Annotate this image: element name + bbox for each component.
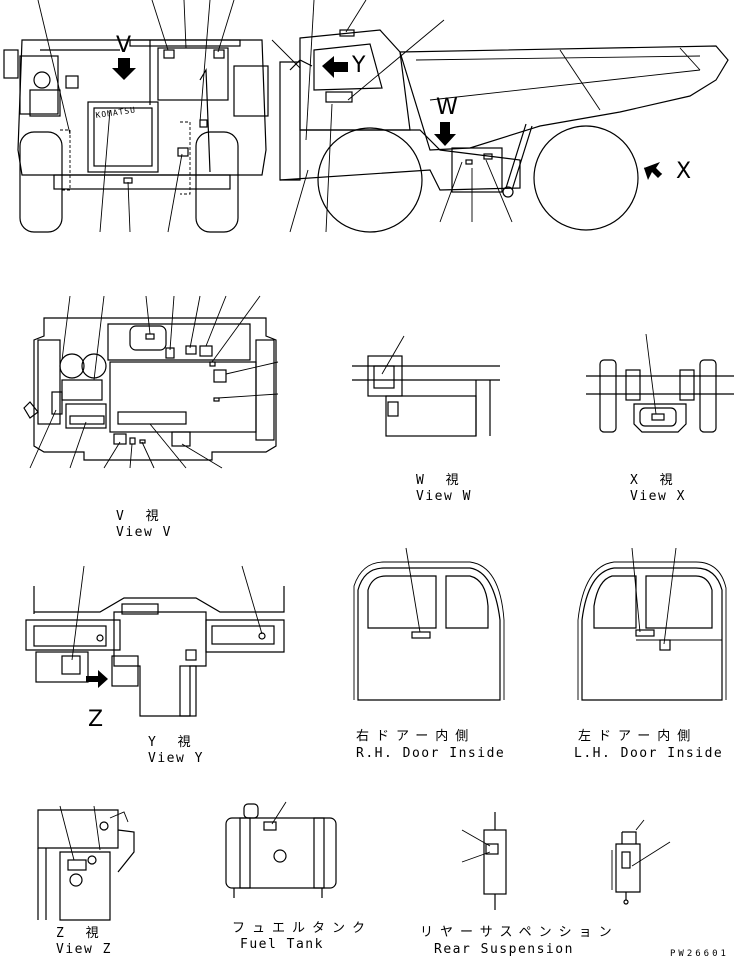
view-w-drawing (352, 335, 500, 437)
view-x-drawing (586, 333, 734, 433)
view-w-caption-en: View W (416, 489, 472, 504)
view-v-caption-en: View V (116, 525, 172, 540)
side-view-label-y: Y (351, 53, 366, 78)
truck-side-view: Y W X (271, 0, 729, 233)
lh-door-caption-jp: 左ドアー内側 (578, 728, 697, 744)
view-x-caption-jp: X 視 (630, 473, 680, 488)
rh-door-drawing (353, 547, 505, 701)
cylinder-drawing (611, 819, 671, 905)
rh-door-caption-en: R.H. Door Inside (356, 746, 505, 761)
view-y-drawing: Z (25, 565, 285, 732)
view-y-label-z: Z (88, 707, 103, 732)
view-y-caption-en: View Y (148, 751, 204, 766)
front-view-label-v: V (116, 33, 131, 58)
view-v-drawing (23, 295, 279, 469)
view-w-caption-jp: W 視 (416, 473, 466, 488)
fuel-tank-drawing (225, 801, 337, 898)
lh-door-caption-en: L.H. Door Inside (574, 746, 723, 761)
rear-suspension-caption-en: Rear Suspension (434, 942, 574, 957)
rh-door-caption-jp: 右ドアー内側 (356, 728, 475, 744)
truck-front-view: KOMATSU V (3, 0, 269, 233)
fuel-tank-caption-jp: フュエルタンク (232, 921, 372, 936)
view-x-caption-en: View X (630, 489, 686, 504)
side-view-label-w: W (436, 95, 458, 120)
rear-suspension-drawing (461, 812, 507, 910)
view-z-drawing (37, 805, 135, 921)
drawing-number: PW26601 (670, 949, 729, 959)
view-z-caption-en: View Z (56, 942, 112, 957)
view-z-caption-jp: Z 視 (56, 926, 106, 941)
fuel-tank-caption-en: Fuel Tank (240, 937, 324, 952)
view-v-caption-jp: V 視 (116, 509, 166, 524)
rear-suspension-caption-jp: リヤーサスペンション (420, 925, 619, 940)
view-y-caption-jp: Y 視 (148, 735, 198, 750)
side-view-label-x: X (676, 159, 691, 184)
lh-door-drawing (577, 547, 727, 701)
